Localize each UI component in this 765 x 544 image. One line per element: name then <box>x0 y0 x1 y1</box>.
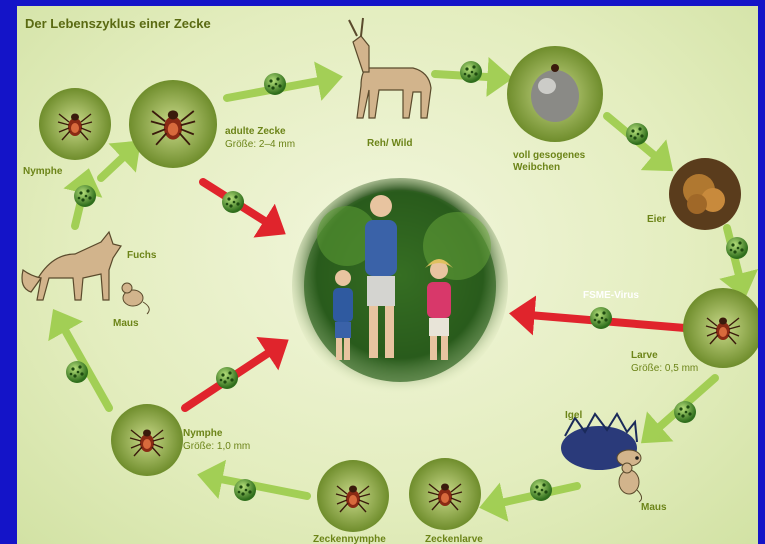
nymph-label-left: Nymphe <box>183 428 223 439</box>
engorged-female-photo <box>507 46 603 142</box>
diagram-title: Der Lebenszyklus einer Zecke <box>25 16 211 31</box>
fox-label: Fuchs <box>127 250 157 261</box>
larva-photo <box>683 288 758 368</box>
hedgehog-illustration <box>561 414 641 470</box>
nymph-size-left: Größe: 1,0 mm <box>183 441 250 452</box>
fsme-virus-label: FSME-Virus <box>583 290 639 301</box>
tick-lifecycle-diagram: Der Lebenszyklus einer Zecke <box>17 6 758 544</box>
mouse-illustration-bottom <box>619 463 642 502</box>
mouse-illustration-left <box>122 283 149 314</box>
diagram-panel: Der Lebenszyklus einer Zecke <box>17 6 758 544</box>
mouse-label-bottom: Maus <box>641 502 667 513</box>
adult-tick-label: adulte Zecke <box>225 126 286 137</box>
nymph-tick-photo-top <box>39 88 111 160</box>
nymph-tick-photo-bottom <box>317 460 389 532</box>
nymph-tick-label-bottom: Zeckennymphe <box>313 534 386 544</box>
larva-label: Larve <box>631 350 658 361</box>
nymph-label-top: Nymphe <box>23 166 63 177</box>
adult-tick-size: Größe: 2–4 mm <box>225 139 295 150</box>
fox-illustration <box>22 232 121 300</box>
mouse-label-left: Maus <box>113 318 139 329</box>
hedgehog-label: Igel <box>565 410 582 421</box>
larva-tick-label: Zeckenlarve <box>425 534 483 544</box>
deer-label: Reh/ Wild <box>367 138 412 149</box>
engorged-female-label-1: voll gesogenes <box>513 150 586 161</box>
eggs-label: Eier <box>647 214 666 225</box>
nymph-tick-photo-left <box>111 404 183 476</box>
adult-tick-photo <box>129 80 217 168</box>
family-forest-photo <box>292 178 508 394</box>
deer-illustration <box>349 18 431 118</box>
engorged-female-label-2: Weibchen <box>513 162 560 173</box>
eggs-photo <box>669 158 741 230</box>
larva-size: Größe: 0,5 mm <box>631 363 698 374</box>
larva-tick-photo <box>409 458 481 530</box>
